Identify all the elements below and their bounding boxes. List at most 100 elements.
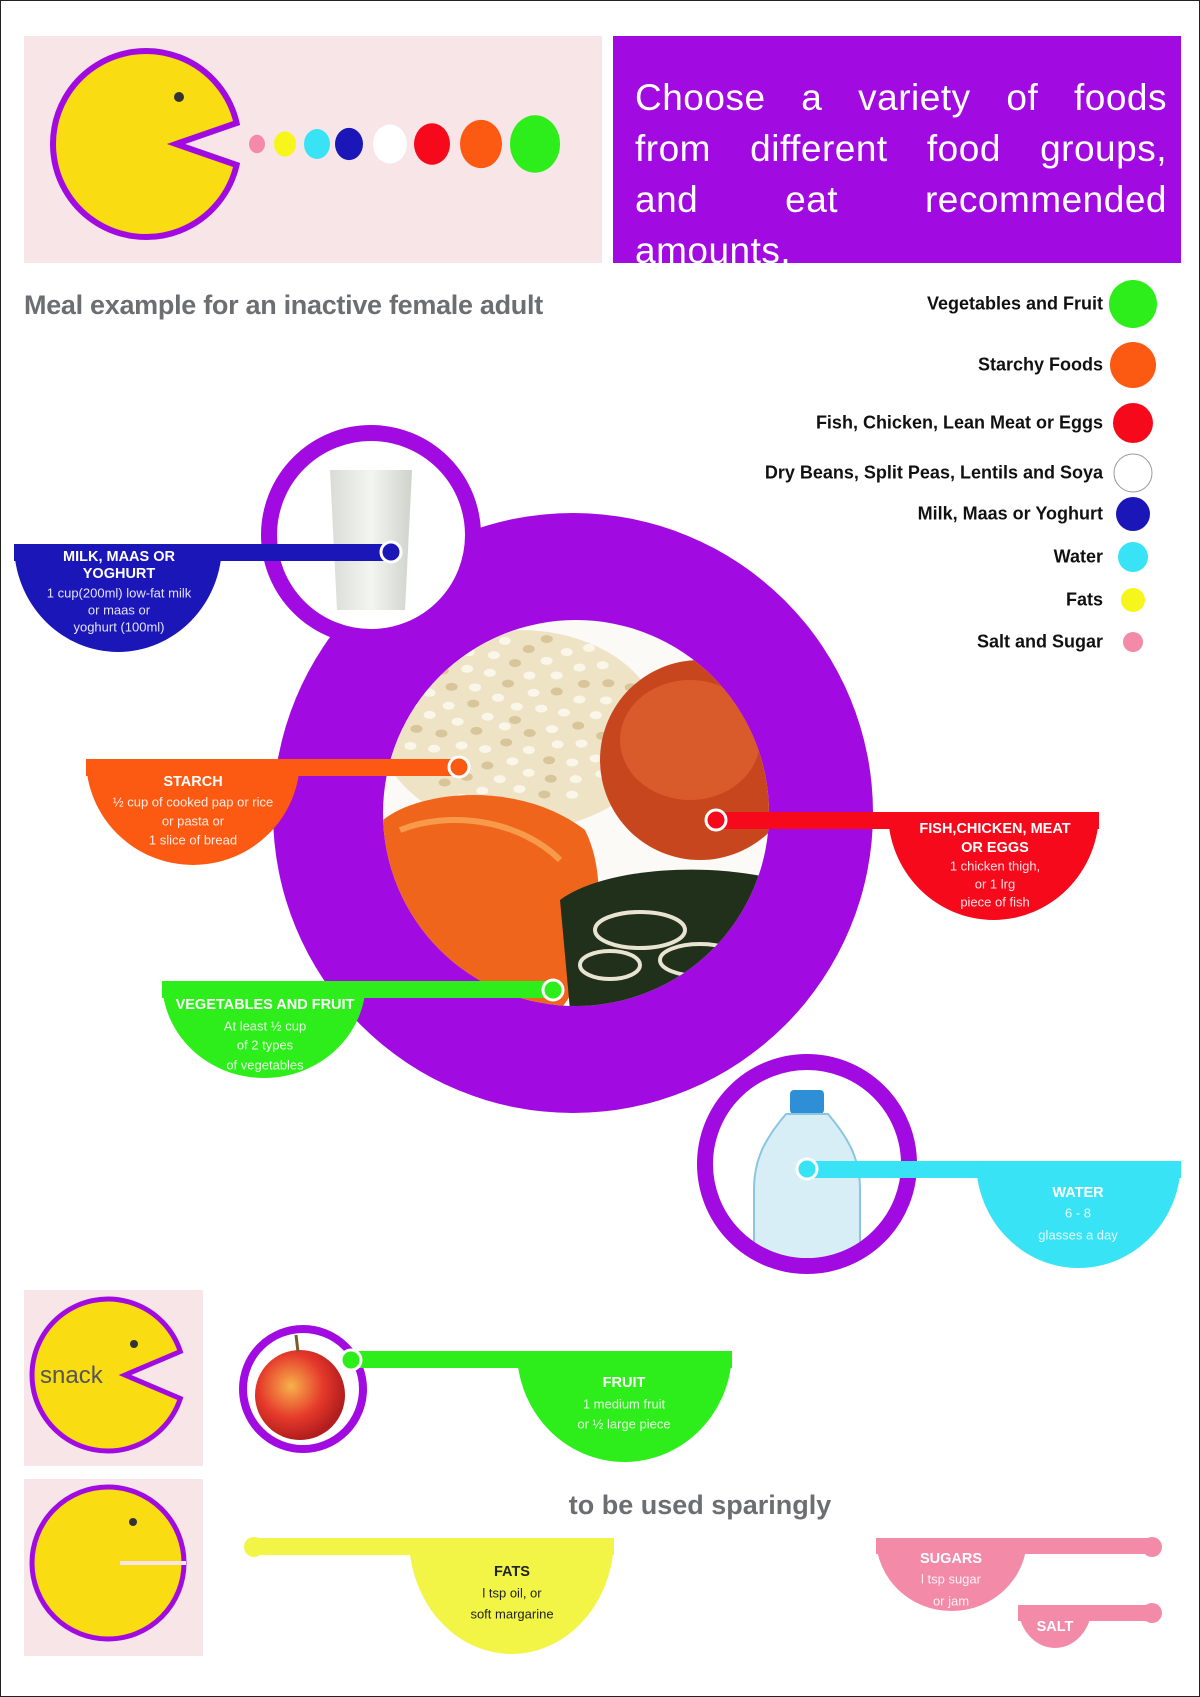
callout-title: SUGARS [920,1551,982,1567]
rice-grain [566,790,579,799]
pacman-icon [50,48,241,240]
rice-grain [543,756,556,765]
rice-grain [583,643,596,652]
headline-box: Choose a variety of foods from different… [613,36,1181,271]
callout-desc: soft margarine [470,1606,553,1621]
rice-grain [500,738,513,747]
rice-grain [509,716,521,724]
callout-desc: 1 slice of bread [149,832,237,847]
rice-grain [535,704,548,713]
rice [383,630,660,830]
headline-line: from different food groups, [635,128,1167,169]
callout-title: FATS [494,1564,530,1580]
bowl-shape [517,1351,732,1462]
callout-desc: or ½ large piece [577,1416,670,1431]
rice-grain [573,663,586,672]
rice-grain [589,711,602,720]
callout-title: FRUIT [603,1375,646,1391]
rice-grain [596,661,609,670]
legend-label: Vegetables and Fruit [926,293,1103,314]
rice-grain [445,682,458,691]
food-dot [373,124,407,164]
rice-grain [470,726,483,735]
rice-grain [572,721,585,730]
legend-label: Fish, Chicken, Lean Meat or Eggs [815,412,1103,433]
rice-grain [481,712,494,721]
rice-grain [428,744,441,753]
callout-desc: yoghurt (100ml) [73,619,164,634]
legend-swatch [1113,453,1153,493]
callout-title: STARCH [163,774,222,790]
rice-grain [573,695,586,704]
legend-swatch [1113,403,1153,443]
callout-title: WATER [1052,1185,1104,1201]
food-dot [335,127,363,161]
snack-pacman-eye [130,1340,138,1348]
connector-dot [704,808,728,832]
callout-desc: 1 medium fruit [583,1396,666,1411]
rice-grain [455,741,468,750]
rice-grain [423,710,436,719]
callout-title: YOGHURT [83,566,156,582]
legend-swatch [1118,542,1148,572]
callout-fish: FISH,CHICKEN, MEAT OR EGGS 1 chicken thigh… [704,808,1099,920]
callout-desc: 6 - 8 [1065,1205,1091,1220]
callout-desc: or maas or [88,602,151,617]
snack-label: snack [40,1362,103,1389]
food-dot [510,115,560,173]
callout-desc: 1 cup(200ml) low-fat milk [47,585,192,600]
rice-grain [461,664,474,673]
bowl-shape [1018,1605,1092,1648]
callout-desc: or pasta or [162,813,225,828]
water-bottle-photo [753,1090,861,1258]
rice-grain [498,636,511,645]
connector-dot [244,1537,264,1557]
legend-label: Dry Beans, Split Peas, Lentils and Soya [764,462,1103,483]
callout-desc: ½ cup of cooked pap or rice [113,794,273,809]
callout-desc: glasses a day [1038,1227,1118,1242]
rice-grain [523,671,536,680]
rice-grain [492,693,505,702]
rice-grain [476,786,489,795]
legend-label: Milk, Maas or Yoghurt [917,503,1103,524]
legend-label: Fats [1065,589,1103,610]
rice-grain [483,668,496,677]
rice-grain [435,729,448,738]
legend-swatch [1121,588,1145,612]
bowl-shape [409,1538,614,1654]
rice-grain [551,740,564,749]
snack-pacman-icon [29,1296,184,1454]
headline-line: Choose a variety of foods [635,77,1167,118]
callout-title: OR EGGS [961,840,1029,856]
rice-grain [523,729,536,738]
rice-grain [527,688,540,697]
rice-grain [569,775,582,784]
rice-grain [451,717,464,726]
rice-grain [522,746,535,755]
bowl-shape [876,1538,1027,1611]
callout-title: FISH,CHICKEN, MEAT [919,821,1070,837]
headline: Choose a variety of foods from different… [635,72,1167,276]
rice-grain [560,648,573,657]
milk-glass-photo [330,470,412,610]
callout-title: MILK, MAAS OR [63,549,175,565]
rice-grain [469,683,482,692]
connector-dot [795,1157,819,1181]
rice-grain [479,745,492,754]
callout-desc: 1 chicken thigh, [950,858,1040,873]
bowl-shape [86,759,300,865]
rice-grain [438,778,451,787]
food-dot [249,134,265,154]
callout-fruit: FRUIT 1 medium fruit or ½ large piece [339,1348,732,1462]
callout-title: SALT [1037,1619,1074,1635]
bowl-shape [888,812,1099,920]
callout-water: WATER 6 - 8 glasses a day [795,1157,1181,1268]
legend-label: Starchy Foods [977,354,1103,375]
callout-desc: of 2 types [237,1037,294,1052]
connector-dot [447,755,471,779]
rice-grain [522,768,535,777]
callout-desc: l tsp sugar [921,1571,982,1586]
connector-dot [1142,1603,1162,1623]
